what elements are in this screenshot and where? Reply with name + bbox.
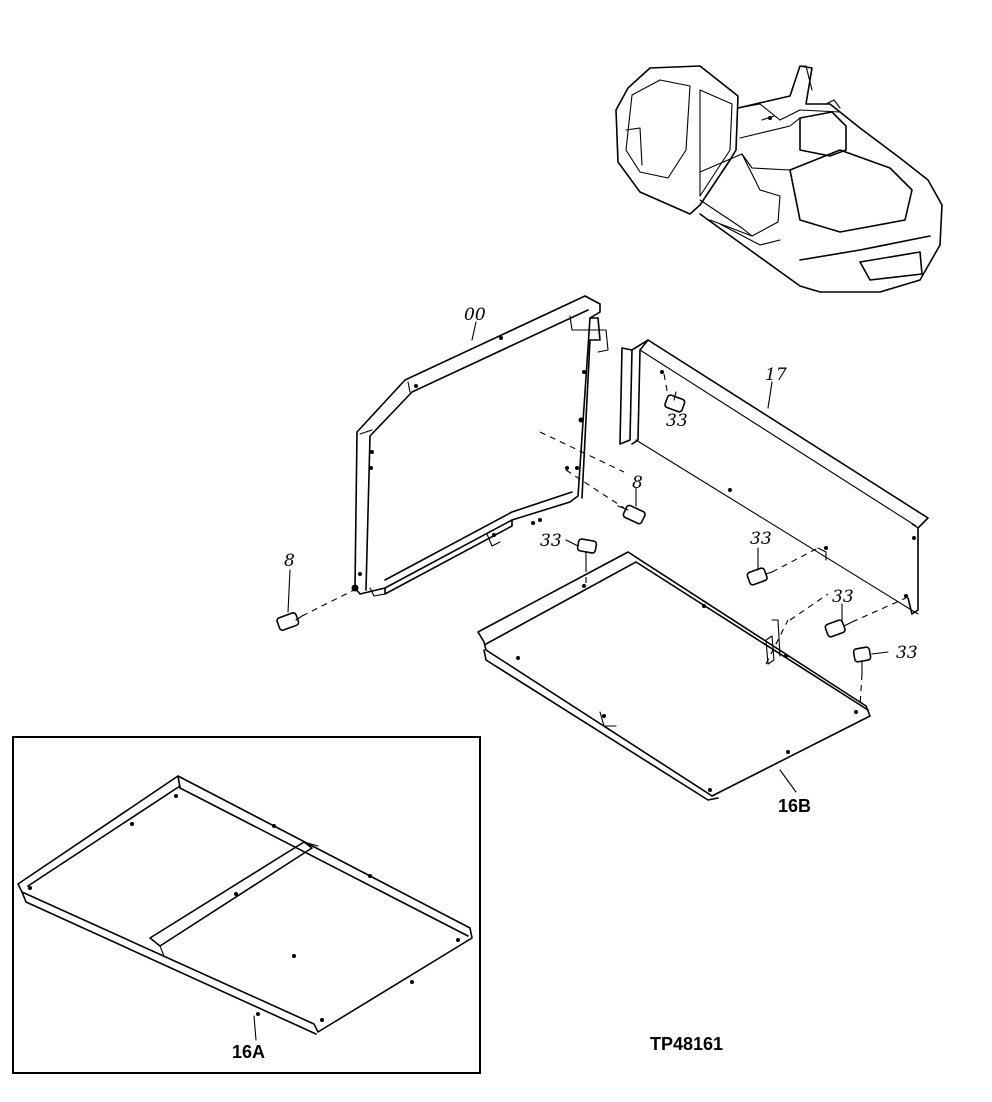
callout-33-mid: 33	[750, 529, 772, 549]
bolt-33-center	[576, 538, 598, 588]
callout-00: 00	[464, 305, 486, 325]
floor-plate-16b	[477, 551, 871, 801]
bolt-33-lower	[852, 646, 872, 707]
callout-16b: 16B	[778, 796, 811, 816]
bolt-33-mid	[746, 547, 819, 586]
bolt-8-right	[617, 504, 646, 525]
callout-33-upper: 33	[666, 411, 688, 431]
bolt-8-left	[276, 589, 355, 632]
callout-8-right: 8	[632, 473, 643, 493]
side-frame-00	[351, 295, 625, 597]
figure-id: TP48161	[650, 1034, 723, 1054]
callout-16a: 16A	[232, 1042, 265, 1062]
leader-lines	[253, 321, 889, 1041]
callout-labels: 00 17 8 8 33 33 33 33 33 16B	[284, 305, 918, 816]
callout-17: 17	[765, 365, 787, 385]
callout-33-center: 33	[540, 531, 562, 551]
bolt-33-right	[824, 597, 907, 638]
inset-frame	[12, 736, 481, 1074]
bolt-33-upper	[663, 373, 686, 413]
inset-16a: 16A	[12, 736, 481, 1074]
machine-locator-view	[615, 65, 943, 293]
rear-panel-17	[619, 339, 929, 615]
callout-8-left: 8	[284, 551, 295, 571]
callout-33-right: 33	[832, 587, 854, 607]
callout-33-lower: 33	[896, 643, 918, 663]
